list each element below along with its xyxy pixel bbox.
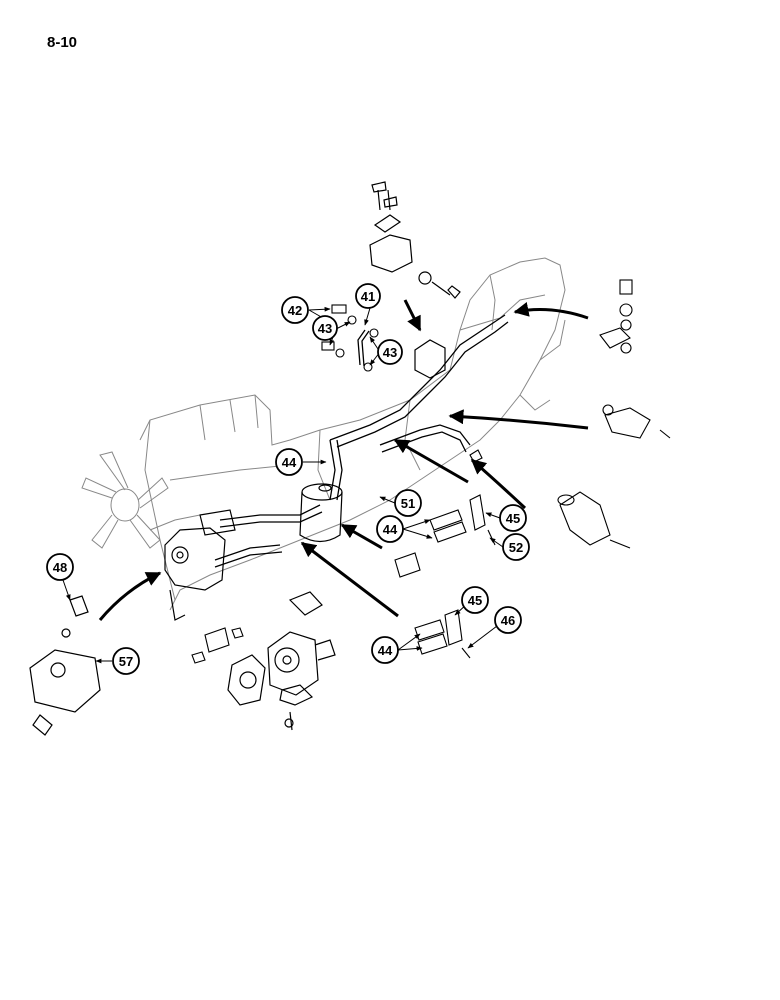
callout-43-right: 43 — [377, 339, 403, 365]
pump-lower-left — [29, 595, 101, 736]
callout-42: 42 — [281, 296, 309, 324]
callout-44-upper-clamps: 44 — [376, 515, 404, 543]
callout-42-label: 42 — [288, 303, 302, 318]
callout-46: 46 — [494, 606, 522, 634]
callout-52: 52 — [502, 533, 530, 561]
callout-45-upper-label: 45 — [506, 511, 520, 526]
callout-43-right-label: 43 — [383, 345, 397, 360]
oil-filter — [299, 483, 343, 543]
callout-45-lower-label: 45 — [468, 593, 482, 608]
callout-44-tube: 44 — [275, 448, 303, 476]
fittings-left-top — [321, 304, 379, 372]
callout-44-lower-clamps-label: 44 — [378, 643, 393, 658]
steering-pump-mounted — [164, 509, 236, 621]
valve-block — [414, 339, 446, 379]
right-fittings — [469, 279, 671, 549]
hose-clamps-upper — [394, 494, 496, 578]
callout-51: 51 — [394, 489, 422, 517]
callout-43-upper-label: 43 — [318, 321, 332, 336]
fan — [81, 451, 169, 549]
page-number: 8-10 — [47, 34, 78, 51]
callout-45-lower: 45 — [461, 586, 489, 614]
callout-41: 41 — [355, 283, 381, 309]
steering-tubes — [214, 314, 509, 568]
callout-52-label: 52 — [509, 540, 523, 555]
engine-block-outline — [139, 257, 566, 611]
callout-48-label: 48 — [53, 560, 67, 575]
callout-44-lower-clamps: 44 — [371, 636, 399, 664]
callout-46-label: 46 — [501, 613, 515, 628]
leader-arrows — [62, 306, 504, 664]
callout-41-label: 41 — [361, 289, 375, 304]
callout-44-upper-clamps-label: 44 — [383, 522, 398, 537]
callout-57: 57 — [112, 647, 140, 675]
pump-exploded — [227, 591, 336, 731]
callout-44-tube-label: 44 — [282, 455, 297, 470]
callout-48: 48 — [46, 553, 74, 581]
callout-45-upper: 45 — [499, 504, 527, 532]
hose-clamps-lower — [191, 609, 471, 664]
flow-control-valve — [369, 181, 461, 299]
big-pointer-arrows — [98, 299, 589, 621]
callout-57-label: 57 — [119, 654, 133, 669]
callout-51-label: 51 — [401, 496, 415, 511]
callout-43-upper: 43 — [312, 315, 338, 341]
